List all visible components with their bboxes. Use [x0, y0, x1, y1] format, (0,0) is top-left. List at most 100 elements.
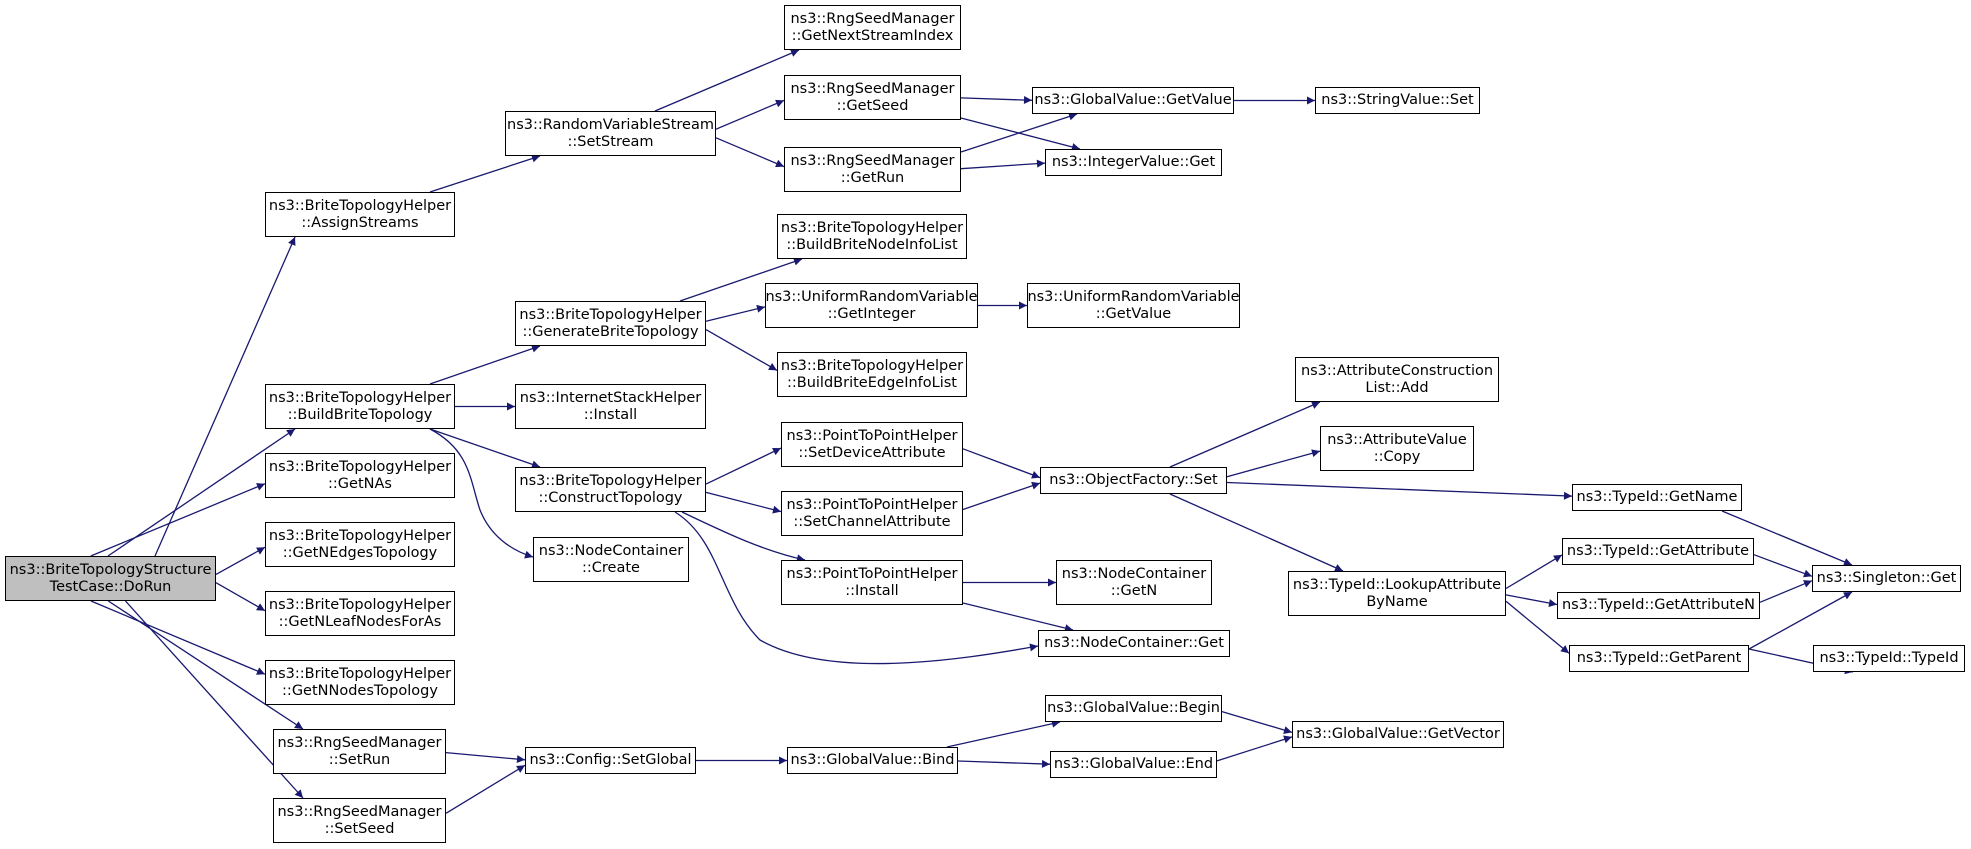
edge-lookup-attr-to-type-get-attribute: [1505, 554, 1563, 590]
node-label-line: ns3::RngSeedManager: [790, 152, 955, 169]
edge-generate-brite-topology-to-urv-get-integer: [705, 304, 766, 322]
node-label-line: ns3::Singleton::Get: [1816, 570, 1957, 586]
node-label-line: ns3::RngSeedManager: [277, 734, 442, 751]
node-label-line: ns3::StringValue::Set: [1321, 92, 1474, 108]
node-gv-end[interactable]: ns3::GlobalValue::End: [1050, 751, 1217, 778]
edge-obj-factory-set-to-attr-value-copy: [1226, 449, 1321, 478]
node-label-line: ns3::RngSeedManager: [790, 10, 955, 27]
node-label-line: ns3::GlobalValue::GetValue: [1034, 92, 1232, 108]
node-integer-get[interactable]: ns3::IntegerValue::Get: [1045, 149, 1222, 176]
edge-do-run-to-build-brite-topology: [107, 428, 296, 557]
node-label-line: ns3::BriteTopologyHelper: [268, 389, 452, 406]
edge-obj-factory-set-to-attr-constr-add: [1169, 401, 1321, 468]
edge-construct-topology-to-p2p-set-device: [705, 447, 782, 485]
node-type-get-attribute[interactable]: ns3::TypeId::GetAttribute: [1562, 538, 1754, 565]
edge-do-run-to-assign-streams: [154, 236, 296, 557]
node-set-stream[interactable]: ns3::RandomVariableStream::SetStream: [505, 111, 716, 156]
node-label-line: ns3::BriteTopologyHelper: [519, 306, 702, 323]
node-label-line: ns3::NodeContainer::Get: [1044, 635, 1224, 651]
node-label-line: ns3::AttributeValue: [1327, 431, 1467, 448]
node-p2p-set-channel[interactable]: ns3::PointToPointHelper::SetChannelAttri…: [781, 491, 963, 536]
node-label-line: ns3::TypeId::GetAttributeN: [1561, 597, 1755, 613]
edge-get-run-to-integer-get: [960, 159, 1046, 170]
edge-gv-end-to-gv-get-vector: [1216, 735, 1293, 762]
node-label-line: ByName: [1366, 593, 1428, 610]
node-label-line: ::GetNEdgesTopology: [282, 544, 438, 561]
node-gv-begin[interactable]: ns3::GlobalValue::Begin: [1045, 695, 1222, 722]
node-build-node-info[interactable]: ns3::BriteTopologyHelper::BuildBriteNode…: [777, 214, 967, 259]
node-label-line: ::GetNAs: [328, 475, 392, 492]
node-label-line: ::GenerateBriteTopology: [522, 323, 699, 340]
edge-lookup-attr-to-type-get-attribute-n: [1505, 594, 1558, 607]
node-label-line: ns3::IntegerValue::Get: [1051, 154, 1216, 170]
node-label-line: TestCase::DoRun: [49, 578, 172, 595]
node-type-id-ctor[interactable]: ns3::TypeId::TypeId: [1813, 645, 1965, 672]
node-label-line: ns3::BriteTopologyHelper: [780, 357, 964, 374]
node-get-n-nodes-topology[interactable]: ns3::BriteTopologyHelper::GetNNodesTopol…: [265, 660, 455, 705]
node-label-line: ::Create: [582, 559, 640, 576]
node-gv-get-vector[interactable]: ns3::GlobalValue::GetVector: [1292, 721, 1504, 748]
node-build-brite-topology[interactable]: ns3::BriteTopologyHelper::BuildBriteTopo…: [265, 384, 455, 429]
node-attr-value-copy[interactable]: ns3::AttributeValue::Copy: [1320, 426, 1474, 471]
node-label-line: ns3::BriteTopologyStructure: [9, 561, 212, 578]
node-urv-get-integer[interactable]: ns3::UniformRandomVariable::GetInteger: [765, 283, 978, 328]
edge-p2p-set-channel-to-obj-factory-set: [962, 481, 1041, 511]
node-obj-factory-set[interactable]: ns3::ObjectFactory::Set: [1040, 467, 1227, 494]
node-get-run[interactable]: ns3::RngSeedManager::GetRun: [784, 147, 961, 192]
node-p2p-set-device[interactable]: ns3::PointToPointHelper::SetDeviceAttrib…: [781, 422, 963, 467]
node-assign-streams[interactable]: ns3::BriteTopologyHelper::AssignStreams: [265, 192, 455, 237]
node-label-line: ns3::TypeId::LookupAttribute: [1292, 576, 1502, 593]
node-label-line: ns3::UniformRandomVariable: [765, 288, 978, 305]
node-label-line: ::BuildBriteTopology: [287, 406, 433, 423]
node-get-seed[interactable]: ns3::RngSeedManager::GetSeed: [784, 75, 961, 120]
node-label-line: ::AssignStreams: [301, 214, 419, 231]
node-label-line: ::BuildBriteNodeInfoList: [786, 236, 958, 253]
node-label-line: ::GetValue: [1095, 305, 1172, 322]
node-nc-get-n[interactable]: ns3::NodeContainer::GetN: [1056, 560, 1212, 605]
node-label-line: ns3::RandomVariableStream: [507, 116, 714, 133]
node-type-get-name[interactable]: ns3::TypeId::GetName: [1572, 484, 1742, 511]
node-gv-bind[interactable]: ns3::GlobalValue::Bind: [787, 747, 958, 774]
node-urv-get-value[interactable]: ns3::UniformRandomVariable::GetValue: [1027, 283, 1240, 328]
node-set-seed[interactable]: ns3::RngSeedManager::SetSeed: [273, 798, 446, 843]
node-config-set-global[interactable]: ns3::Config::SetGlobal: [525, 747, 696, 774]
node-label-line: ::SetChannelAttribute: [793, 513, 951, 530]
node-build-edge-info[interactable]: ns3::BriteTopologyHelper::BuildBriteEdge…: [777, 352, 967, 397]
node-label-line: ns3::TypeId::TypeId: [1819, 650, 1959, 666]
node-label-line: ns3::PointToPointHelper: [786, 496, 958, 513]
node-label-line: ns3::BriteTopologyHelper: [268, 665, 452, 682]
node-label-line: ns3::AttributeConstruction: [1300, 362, 1494, 379]
node-string-set[interactable]: ns3::StringValue::Set: [1315, 87, 1480, 114]
node-node-create[interactable]: ns3::NodeContainer::Create: [533, 537, 689, 582]
node-type-get-parent[interactable]: ns3::TypeId::GetParent: [1569, 645, 1749, 672]
node-label-line: ::GetNextStreamIndex: [791, 27, 954, 44]
edge-construct-topology-to-p2p-install: [681, 511, 806, 563]
node-label-line: ns3::UniformRandomVariable: [1027, 288, 1240, 305]
node-label-line: ::GetNNodesTopology: [282, 682, 438, 699]
edge-get-seed-to-gv-get-value: [960, 96, 1033, 105]
node-get-n-edges-topology[interactable]: ns3::BriteTopologyHelper::GetNEdgesTopol…: [265, 522, 455, 567]
node-get-next-stream-index[interactable]: ns3::RngSeedManager::GetNextStreamIndex: [784, 5, 961, 50]
node-get-n-leaf-nodes-for-as[interactable]: ns3::BriteTopologyHelper::GetNLeafNodesF…: [265, 591, 455, 636]
node-set-run[interactable]: ns3::RngSeedManager::SetRun: [273, 729, 446, 774]
node-gv-get-value[interactable]: ns3::GlobalValue::GetValue: [1032, 87, 1234, 114]
edge-build-brite-topology-to-generate-brite-topology: [429, 344, 541, 385]
node-construct-topology[interactable]: ns3::BriteTopologyHelper::ConstructTopol…: [515, 467, 706, 512]
node-label-line: ns3::TypeId::GetAttribute: [1566, 543, 1750, 559]
node-generate-brite-topology[interactable]: ns3::BriteTopologyHelper::GenerateBriteT…: [515, 301, 706, 346]
node-get-n-as[interactable]: ns3::BriteTopologyHelper::GetNAs: [265, 453, 455, 498]
node-internet-install[interactable]: ns3::InternetStackHelper::Install: [515, 384, 706, 429]
node-label-line: ns3::BriteTopologyHelper: [268, 527, 452, 544]
edge-type-get-attribute-to-singleton-get: [1753, 554, 1813, 578]
node-singleton-get[interactable]: ns3::Singleton::Get: [1812, 565, 1961, 592]
node-p2p-install[interactable]: ns3::PointToPointHelper::Install: [781, 560, 963, 605]
node-label-line: ns3::GlobalValue::Bind: [790, 752, 955, 768]
edge-type-get-name-to-singleton-get: [1721, 510, 1853, 566]
node-nc-get[interactable]: ns3::NodeContainer::Get: [1038, 630, 1230, 657]
edge-p2p-set-device-to-obj-factory-set: [962, 448, 1041, 479]
node-type-get-attribute-n[interactable]: ns3::TypeId::GetAttributeN: [1557, 592, 1760, 619]
